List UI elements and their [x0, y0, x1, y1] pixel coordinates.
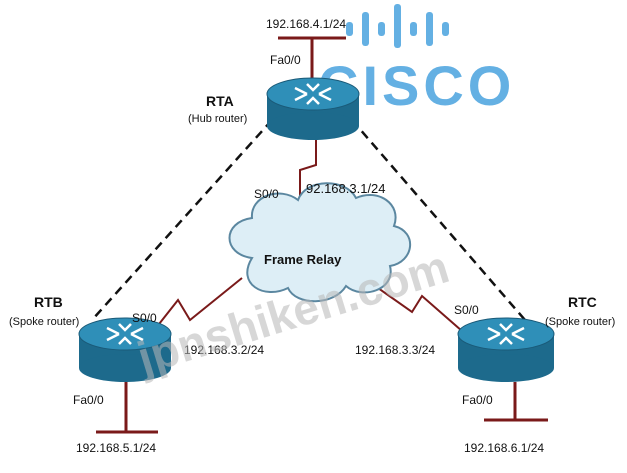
rtc-lan-ip: 192.168.6.1/24 [464, 441, 544, 455]
rtb-role: (Spoke router) [9, 316, 79, 328]
router-arrows-icon [294, 83, 332, 105]
rtb-lan-segment [96, 382, 158, 434]
rtb-lan-interface: Fa0/0 [73, 393, 104, 407]
rtc-serial-ip: 192.168.3.3/24 [355, 343, 435, 357]
rtb-serial-ip: 192.168.3.2/24 [184, 343, 264, 357]
rtc-name: RTC [568, 294, 597, 310]
rta-role: (Hub router) [188, 113, 247, 125]
rtc-lan-interface: Fa0/0 [462, 393, 493, 407]
rta-lan-ip: 192.168.4.1/24 [266, 17, 346, 31]
rtb-serial-link [147, 277, 243, 339]
rtb-lan-ip: 192.168.5.1/24 [76, 441, 156, 455]
router-rtb [78, 317, 172, 382]
rtc-role: (Spoke router) [545, 316, 615, 328]
rta-name: RTA [206, 93, 234, 109]
rtb-name: RTB [34, 294, 63, 310]
rtc-lan-segment [484, 382, 548, 422]
rta-lan-interface: Fa0/0 [270, 53, 301, 67]
router-rta [266, 77, 360, 140]
rtb-serial-interface: S0/0 [132, 311, 157, 325]
router-arrows-icon [487, 323, 525, 345]
frame-relay-label: Frame Relay [264, 252, 342, 267]
rta-serial-ip: 92.168.3.1/24 [306, 181, 386, 196]
router-arrows-icon [106, 323, 144, 345]
router-rtc [457, 317, 555, 382]
cisco-logo-watermark [346, 4, 449, 48]
frame-relay-cloud [228, 182, 412, 303]
rtc-serial-interface: S0/0 [454, 303, 479, 317]
rta-lan-segment [278, 36, 346, 78]
rta-serial-link [299, 126, 317, 198]
rta-serial-interface: S0/0 [254, 187, 279, 201]
rtc-serial-link [377, 287, 471, 339]
